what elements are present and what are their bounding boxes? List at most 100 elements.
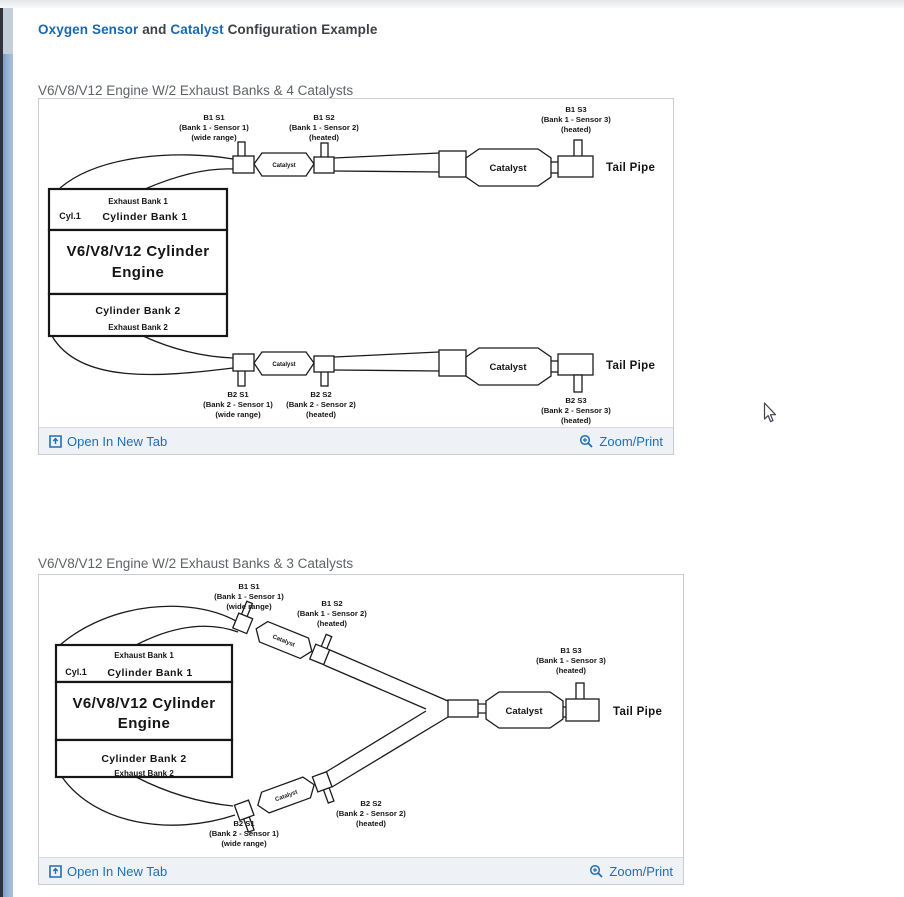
svg-text:(Bank 1 - Sensor 2): (Bank 1 - Sensor 2) xyxy=(289,123,359,132)
top-shadow-strip xyxy=(0,0,904,8)
bottom-bank-hardware xyxy=(232,347,594,393)
figure1-toolbar: Open In New Tab Zoom/Print xyxy=(39,427,673,454)
window-edge xyxy=(0,0,3,897)
engine-cyl1: Cyl.1 xyxy=(59,211,81,221)
pipe-connector xyxy=(232,155,255,174)
oxygen-sensor-link[interactable]: Oxygen Sensor xyxy=(38,22,139,37)
engine-cyl1: Cyl.1 xyxy=(65,667,87,677)
engine-exhaust-bank2: Exhaust Bank 2 xyxy=(108,323,168,332)
sensor-stub-b2s2 xyxy=(322,786,335,804)
title-text-rest: Configuration Example xyxy=(227,22,378,37)
pipe-connector xyxy=(232,353,255,372)
engine-exhaust-bank1: Exhaust Bank 1 xyxy=(108,197,168,206)
scrollbar-thumb[interactable] xyxy=(3,54,13,897)
pipe-connector xyxy=(313,355,335,373)
engine-name: V6/V8/V12 Cylinder xyxy=(66,243,209,260)
title-text-and: and xyxy=(142,22,167,37)
sensor-stub-b2s2 xyxy=(320,370,329,387)
catalyst-label: Catalyst xyxy=(490,362,528,373)
engine-exhaust-bank2: Exhaust Bank 2 xyxy=(114,769,174,778)
open-in-new-tab-link[interactable]: Open In New Tab xyxy=(49,434,167,449)
tail-pipe-label: Tail Pipe xyxy=(606,162,655,174)
svg-text:(wide range): (wide range) xyxy=(221,839,267,848)
svg-text:(Bank 2 - Sensor 1): (Bank 2 - Sensor 1) xyxy=(209,829,279,838)
diagram-4-catalysts: B1 S1 (Bank 1 - Sensor 1) (wide range) B… xyxy=(47,105,655,425)
left-scrollbar[interactable] xyxy=(0,0,14,897)
engine-exhaust-bank1: Exhaust Bank 1 xyxy=(114,651,174,660)
diagram-3-catalysts: Catalyst Catalyst xyxy=(54,582,662,848)
label-b1s2: B1 S2 xyxy=(321,599,342,608)
svg-text:(Bank 1 - Sensor 3): (Bank 1 - Sensor 3) xyxy=(536,656,606,665)
svg-text:(Bank 2 - Sensor 1): (Bank 2 - Sensor 1) xyxy=(203,400,273,409)
pipe-connector xyxy=(438,349,467,377)
tail-pipe-label: Tail Pipe xyxy=(606,360,655,372)
catalyst-label: Catalyst xyxy=(272,362,295,368)
catalyst-small-bottom: Catalyst xyxy=(233,770,335,833)
pipe-connector xyxy=(308,643,331,666)
zoom-icon xyxy=(580,434,594,448)
figure1-caption: V6/V8/V12 Engine W/2 Exhaust Banks & 4 C… xyxy=(38,83,354,98)
open-in-new-tab-icon xyxy=(49,434,62,448)
svg-text:(heated): (heated) xyxy=(561,125,591,134)
bottom-bank-pipes xyxy=(51,335,558,376)
svg-text:(heated): (heated) xyxy=(561,416,591,425)
svg-text:(Bank 2 - Sensor 2): (Bank 2 - Sensor 2) xyxy=(336,809,406,818)
catalyst-large-top xyxy=(465,148,552,187)
main-catalyst-assembly xyxy=(447,682,600,729)
svg-text:(heated): (heated) xyxy=(309,133,339,142)
pipe-connector xyxy=(313,156,335,174)
svg-text:(heated): (heated) xyxy=(356,819,386,828)
label-b1s1: B1 S1 xyxy=(238,582,260,591)
label-b1s1: B1 S1 xyxy=(203,113,225,122)
label-b2s1: B2 S1 xyxy=(227,390,249,399)
svg-text:(heated): (heated) xyxy=(556,666,586,675)
pipe-connector xyxy=(438,150,467,178)
pipe-connector xyxy=(311,770,333,793)
zoom-print-link[interactable]: Zoom/Print xyxy=(589,864,673,879)
sensor-stub-b1s2 xyxy=(320,142,329,159)
svg-text:(Bank 2 - Sensor 3): (Bank 2 - Sensor 3) xyxy=(541,406,611,415)
catalyst-label: Catalyst xyxy=(490,163,528,174)
engine-block xyxy=(54,643,234,779)
catalyst-large xyxy=(485,691,564,729)
open-in-new-tab-link[interactable]: Open In New Tab xyxy=(49,864,167,879)
page-title: Oxygen Sensor and Catalyst Configuration… xyxy=(38,22,377,37)
svg-text:(Bank 1 - Sensor 1): (Bank 1 - Sensor 1) xyxy=(214,592,284,601)
pipe-connector xyxy=(231,612,254,635)
open-in-new-tab-icon xyxy=(49,864,62,878)
svg-text:(wide range): (wide range) xyxy=(191,133,237,142)
engine-cylinder-bank2: Cylinder Bank 2 xyxy=(101,753,186,765)
sensor-stub-b1s3 xyxy=(575,682,585,701)
svg-text:(wide range): (wide range) xyxy=(215,410,261,419)
sensor-stub-b1s3 xyxy=(573,139,583,158)
pipes xyxy=(59,605,566,826)
tail-pipe xyxy=(565,698,600,722)
label-b1s2: B1 S2 xyxy=(313,113,334,122)
catalyst-label: Catalyst xyxy=(506,706,544,717)
pipe-connector xyxy=(447,699,479,718)
svg-text:(Bank 1 - Sensor 2): (Bank 1 - Sensor 2) xyxy=(297,609,367,618)
catalyst-link[interactable]: Catalyst xyxy=(170,22,224,37)
catalyst-label: Catalyst xyxy=(272,163,295,169)
engine-name: V6/V8/V12 Cylinder xyxy=(72,695,215,712)
svg-text:(Bank 2 - Sensor 2): (Bank 2 - Sensor 2) xyxy=(286,400,356,409)
label-b1s3: B1 S3 xyxy=(565,105,586,114)
figure1-panel: B1 S1 (Bank 1 - Sensor 1) (wide range) B… xyxy=(38,98,674,455)
engine-block xyxy=(47,187,229,338)
svg-text:(wide range): (wide range) xyxy=(226,602,272,611)
engine-name: Engine xyxy=(118,715,170,732)
label-b2s2: B2 S2 xyxy=(360,799,381,808)
sensor-stub-b2s1 xyxy=(237,369,246,387)
label-b2s2: B2 S2 xyxy=(310,390,331,399)
engine-cylinder-bank1: Cylinder Bank 1 xyxy=(107,667,192,679)
svg-text:(heated): (heated) xyxy=(317,619,347,628)
tail-pipe-bottom xyxy=(557,353,594,376)
label-b2s3: B2 S3 xyxy=(565,396,586,405)
figure2-toolbar: Open In New Tab Zoom/Print xyxy=(39,857,683,884)
zoom-print-link[interactable]: Zoom/Print xyxy=(579,434,663,449)
sensor-stub-b2s3 xyxy=(573,374,583,393)
engine-name: Engine xyxy=(112,264,164,281)
svg-text:(heated): (heated) xyxy=(306,410,336,419)
zoom-icon xyxy=(590,864,604,878)
